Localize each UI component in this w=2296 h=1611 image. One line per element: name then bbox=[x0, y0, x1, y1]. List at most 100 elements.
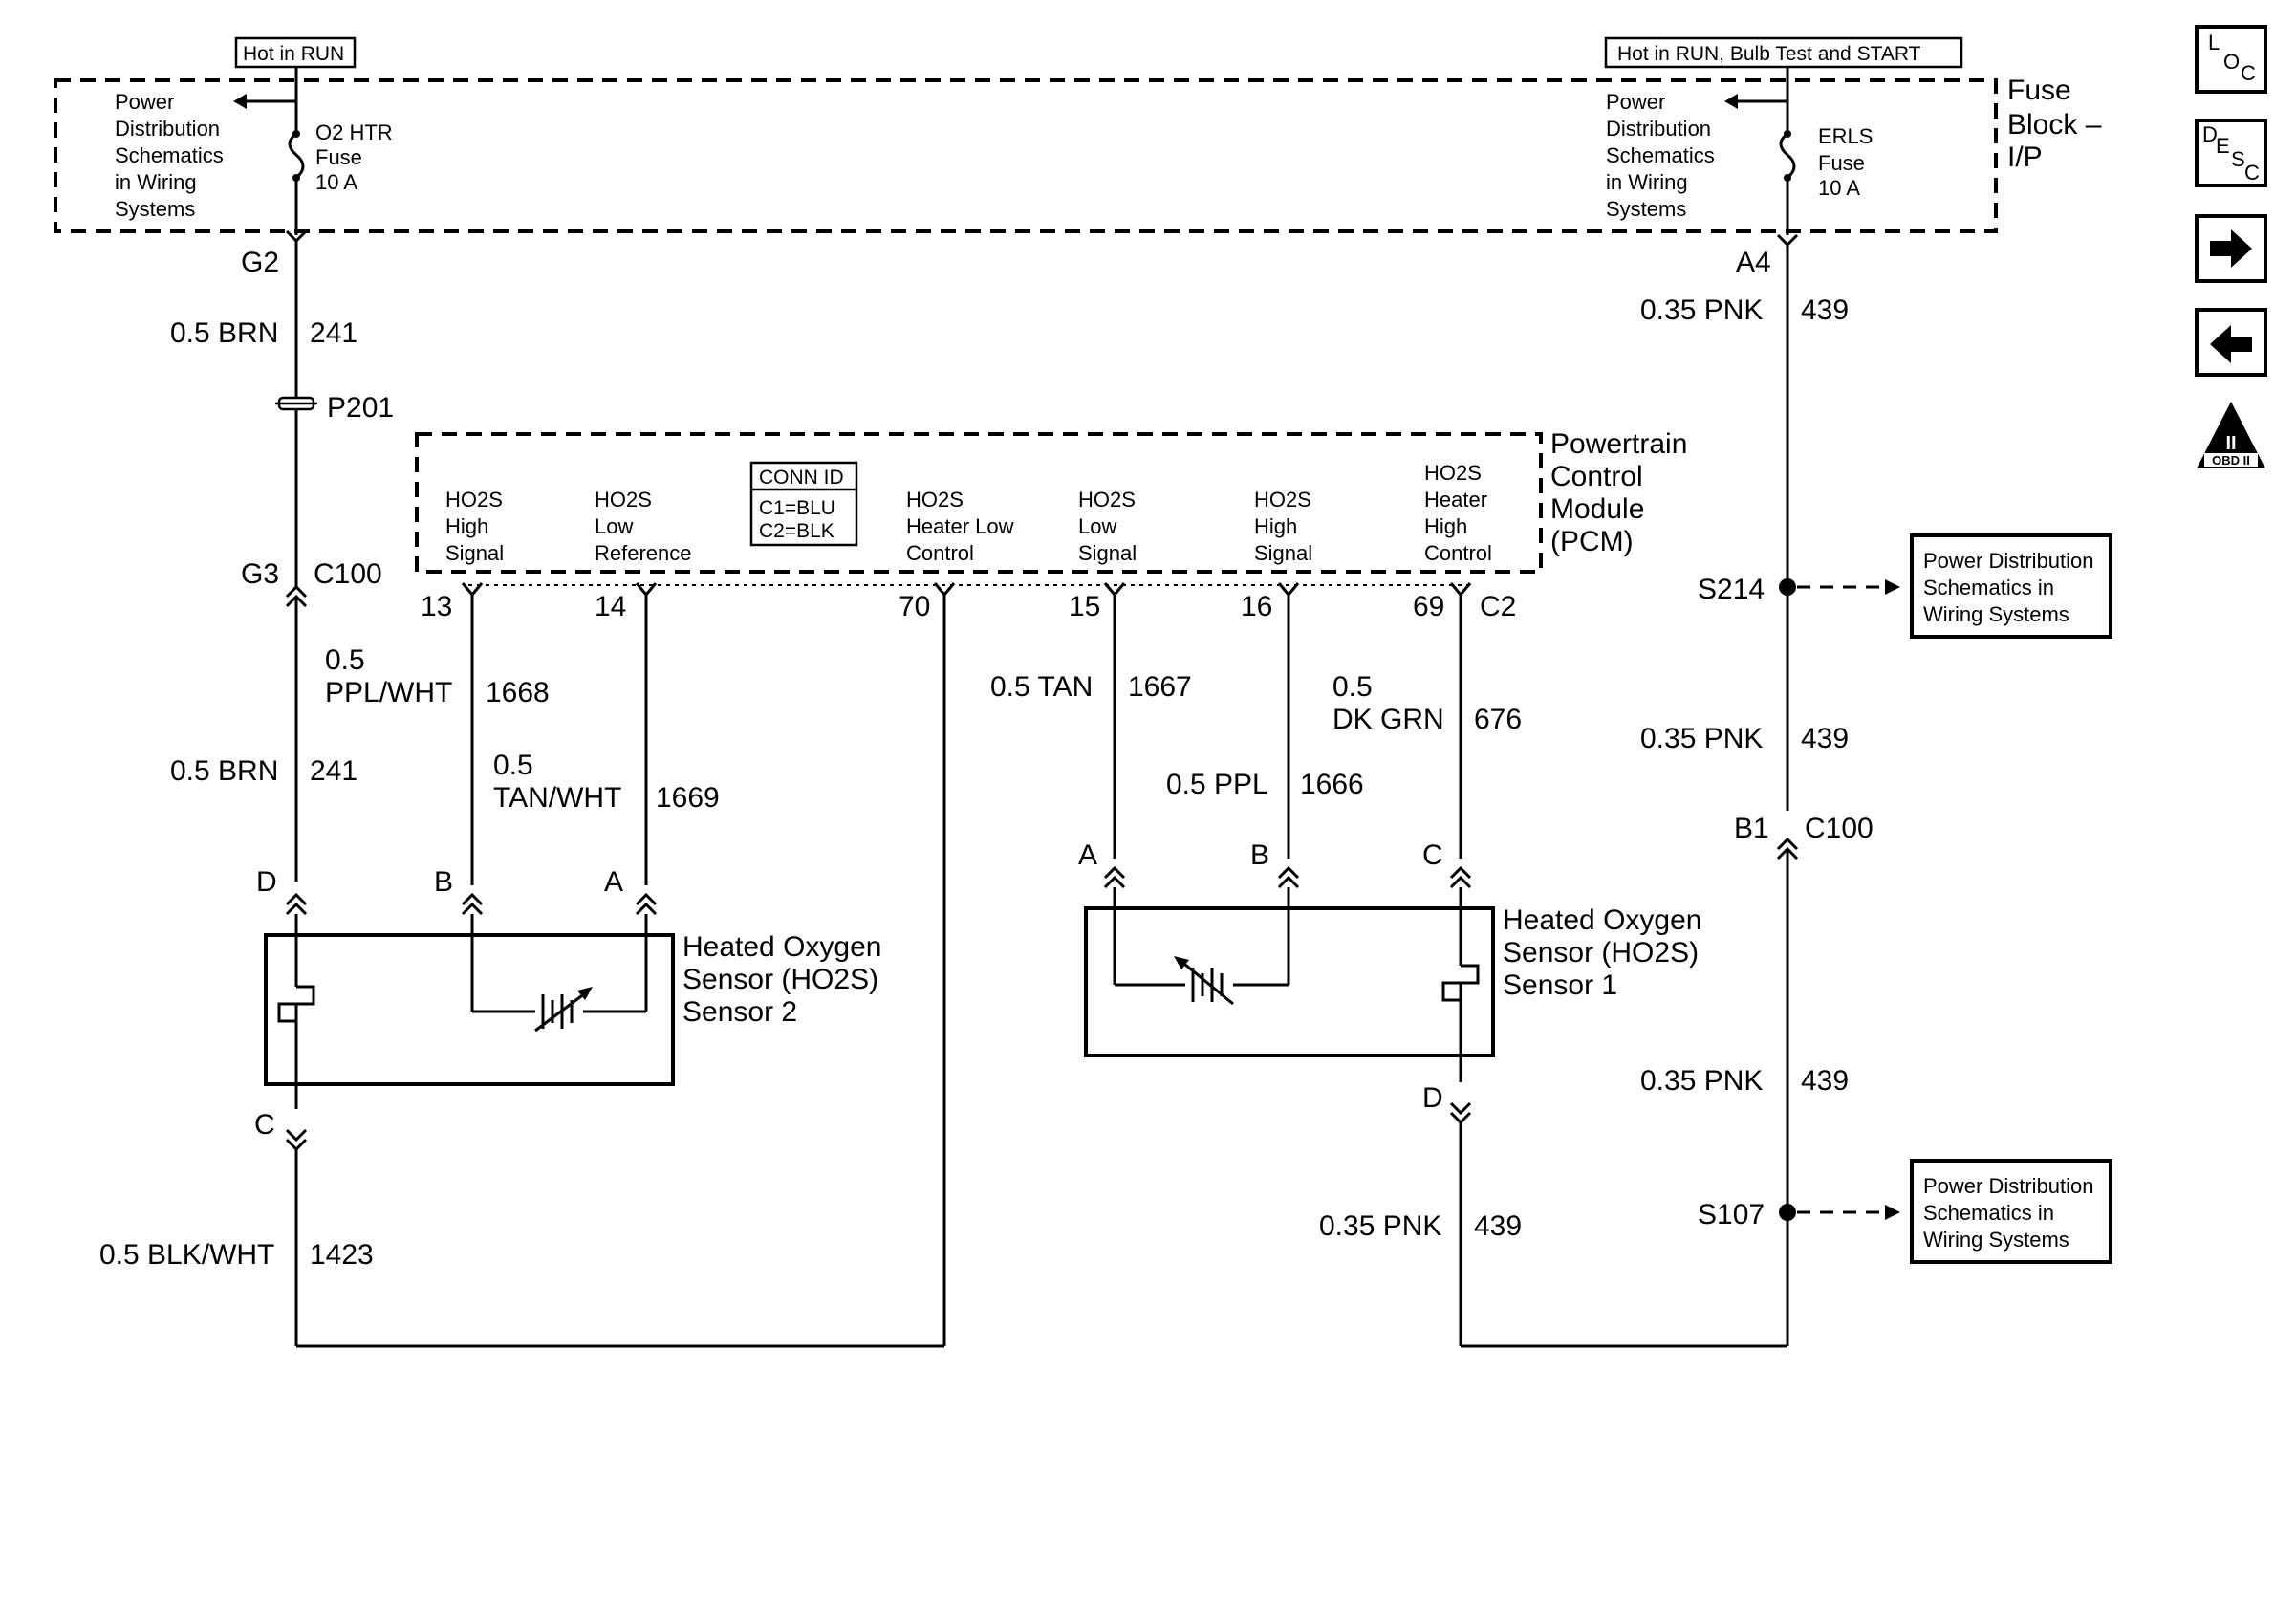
pin-number-69: 69 bbox=[1413, 591, 1444, 622]
next-page-button[interactable] bbox=[2195, 214, 2267, 283]
pin15-line-3: Signal bbox=[1078, 541, 1137, 565]
s107-power-dist-ref-box bbox=[1910, 1159, 2112, 1264]
sensor1-pin-d: D bbox=[1422, 1082, 1443, 1114]
arrow-right-icon bbox=[2210, 229, 2252, 268]
wire-dkgrn-676-circuit: 676 bbox=[1474, 704, 1522, 735]
pin70-line-1: HO2S bbox=[906, 488, 964, 512]
wire-tan-wht-1669-gauge-2: TAN/WHT bbox=[493, 782, 621, 814]
pcm: Powertrain Control Module (PCM) CONN ID … bbox=[415, 428, 1687, 622]
pin14-line-3: Reference bbox=[595, 541, 692, 565]
sensor2-pin-c: C bbox=[254, 1109, 275, 1141]
sensor2-title-2: Sensor (HO2S) bbox=[682, 964, 878, 995]
wire-brn-241-mid-circuit: 241 bbox=[310, 755, 357, 787]
pcm-title-2: Control bbox=[1550, 461, 1643, 492]
pin14-line-2: Low bbox=[595, 514, 633, 538]
pin14-line-1: HO2S bbox=[595, 488, 652, 512]
erls-fuse-label-2: Fuse bbox=[1818, 151, 1865, 175]
sensor1-title-1: Heated Oxygen bbox=[1503, 904, 1701, 936]
wire-pnk-439-mid-gauge: 0.35 PNK bbox=[1640, 723, 1763, 754]
splice-s107 bbox=[1779, 1204, 1796, 1221]
wire-ppl-wht-1668-circuit: 1668 bbox=[486, 677, 550, 708]
connector-g3: G3 bbox=[241, 558, 279, 590]
o2-htr-fuse-label-1: O2 HTR bbox=[315, 120, 393, 144]
right-feed-wire: A4 0.35 PNK 439 S214 Power Distribution … bbox=[1640, 233, 2112, 1346]
right-ref-line-2: Distribution bbox=[1606, 117, 1711, 141]
fuse-block-outline bbox=[54, 78, 1998, 233]
wire-pnk-439-top-circuit: 439 bbox=[1801, 294, 1849, 326]
wire-pnk-439-top-gauge: 0.35 PNK bbox=[1640, 294, 1763, 326]
pin69-line-1: HO2S bbox=[1424, 461, 1482, 485]
description-button[interactable]: D E S C bbox=[2195, 119, 2267, 187]
pcm-pin-14-label: HO2S Low Reference bbox=[595, 488, 692, 565]
connector-s214: S214 bbox=[1698, 574, 1765, 605]
pin69-line-2: Heater bbox=[1424, 488, 1487, 512]
sensor2-title-3: Sensor 2 bbox=[682, 996, 797, 1028]
loc-icon-l: L bbox=[2208, 31, 2220, 54]
wire-pnk-439-low-gauge: 0.35 PNK bbox=[1640, 1065, 1763, 1097]
pin-number-14: 14 bbox=[595, 591, 626, 622]
previous-page-button[interactable] bbox=[2195, 308, 2267, 377]
right-ref-line-1: Power bbox=[1606, 90, 1665, 114]
desc-icon-s: S bbox=[2231, 147, 2245, 171]
connector-a4: A4 bbox=[1736, 247, 1771, 278]
loc-icon-o: O bbox=[2223, 50, 2240, 74]
pcm-title-3: Module bbox=[1550, 493, 1644, 525]
pin15-line-2: Low bbox=[1078, 514, 1116, 538]
s214-ref-line-1: Power Distribution bbox=[1923, 549, 2094, 573]
pin70-line-3: Control bbox=[906, 541, 974, 565]
o2-htr-fuse-label-2: Fuse bbox=[315, 145, 362, 169]
wire-blk-wht-1423-gauge: 0.5 BLK/WHT bbox=[99, 1239, 274, 1271]
loc-icon-c: C bbox=[2241, 61, 2256, 85]
arrow-left-icon bbox=[2210, 325, 2252, 363]
splice-s214 bbox=[1779, 578, 1796, 596]
left-feed-wire: G2 0.5 BRN 241 P201 G3 C100 0.5 BRN 241 bbox=[170, 229, 394, 882]
pcm-pin-69-label: HO2S Heater High Control bbox=[1424, 461, 1492, 565]
s107-ref-line-1: Power Distribution bbox=[1923, 1174, 2094, 1198]
pcm-pin-70-label: HO2S Heater Low Control bbox=[906, 488, 1014, 565]
obd-ii-roman: II bbox=[2225, 433, 2236, 454]
left-power-dist-ref: Power Distribution Schematics in Wiring … bbox=[115, 90, 224, 221]
hot-in-run-bulb-start-label: Hot in RUN, Bulb Test and START bbox=[1617, 43, 1921, 65]
left-ref-line-4: in Wiring bbox=[115, 170, 197, 194]
pcm-connector-c2: C2 bbox=[1480, 591, 1516, 622]
pcm-pin-15-label: HO2S Low Signal bbox=[1078, 488, 1137, 565]
sensor2-signal-wires: 0.5 PPL/WHT 1668 0.5 TAN/WHT 1669 bbox=[325, 595, 946, 1346]
wire-pnk-439-low-circuit: 439 bbox=[1801, 1065, 1849, 1097]
obd-ii-icon bbox=[2197, 402, 2265, 468]
location-button[interactable]: L O C bbox=[2195, 25, 2267, 94]
connector-s107: S107 bbox=[1698, 1199, 1765, 1230]
wire-ppl-wht-1668-gauge-1: 0.5 bbox=[325, 644, 365, 676]
sensor2-body bbox=[264, 933, 675, 1086]
sensor2: D B A Heated Oxygen Sensor (HO2S) Sensor… bbox=[99, 866, 944, 1348]
conn-id-c2: C2=BLK bbox=[759, 520, 834, 542]
pin16-line-3: Signal bbox=[1254, 541, 1312, 565]
wire-ppl-wht-1668-gauge-2: PPL/WHT bbox=[325, 677, 452, 708]
sensor2-variable-element-symbol bbox=[534, 987, 593, 1033]
fuse-block-title-3: I/P bbox=[2007, 142, 2043, 173]
pin69-line-4: Control bbox=[1424, 541, 1492, 565]
left-ref-line-1: Power bbox=[115, 90, 174, 114]
wire-tan-1667-gauge: 0.5 TAN bbox=[990, 671, 1093, 703]
sensor2-heater-symbol bbox=[277, 985, 315, 1023]
pin-number-70: 70 bbox=[899, 591, 930, 622]
connector-b1: B1 bbox=[1734, 813, 1769, 844]
erls-fuse-label-1: ERLS bbox=[1818, 124, 1873, 148]
connector-g2: G2 bbox=[241, 247, 279, 278]
wire-tan-wht-1669-gauge-1: 0.5 bbox=[493, 750, 533, 781]
conn-id-box bbox=[749, 461, 858, 547]
s214-ref-line-3: Wiring Systems bbox=[1923, 602, 2069, 626]
left-ref-line-3: Schematics bbox=[115, 143, 224, 167]
right-ref-line-4: in Wiring bbox=[1606, 170, 1688, 194]
nav-panel: L O C D E S C II OBD II bbox=[2195, 25, 2267, 468]
sensor2-pin-b: B bbox=[434, 866, 453, 898]
conn-id-c1: C1=BLU bbox=[759, 497, 835, 519]
sensor2-pin-a: A bbox=[604, 866, 623, 898]
obd-ii-button[interactable]: II OBD II bbox=[2197, 402, 2265, 468]
wire-dkgrn-676-gauge-2: DK GRN bbox=[1332, 704, 1444, 735]
pin13-line-2: High bbox=[445, 514, 488, 538]
s107-ref-line-3: Wiring Systems bbox=[1923, 1228, 2069, 1252]
desc-icon-e: E bbox=[2216, 134, 2230, 158]
right-power-dist-ref: Power Distribution Schematics in Wiring … bbox=[1606, 90, 1715, 221]
wire-ppl-1666-gauge: 0.5 PPL bbox=[1166, 769, 1268, 800]
